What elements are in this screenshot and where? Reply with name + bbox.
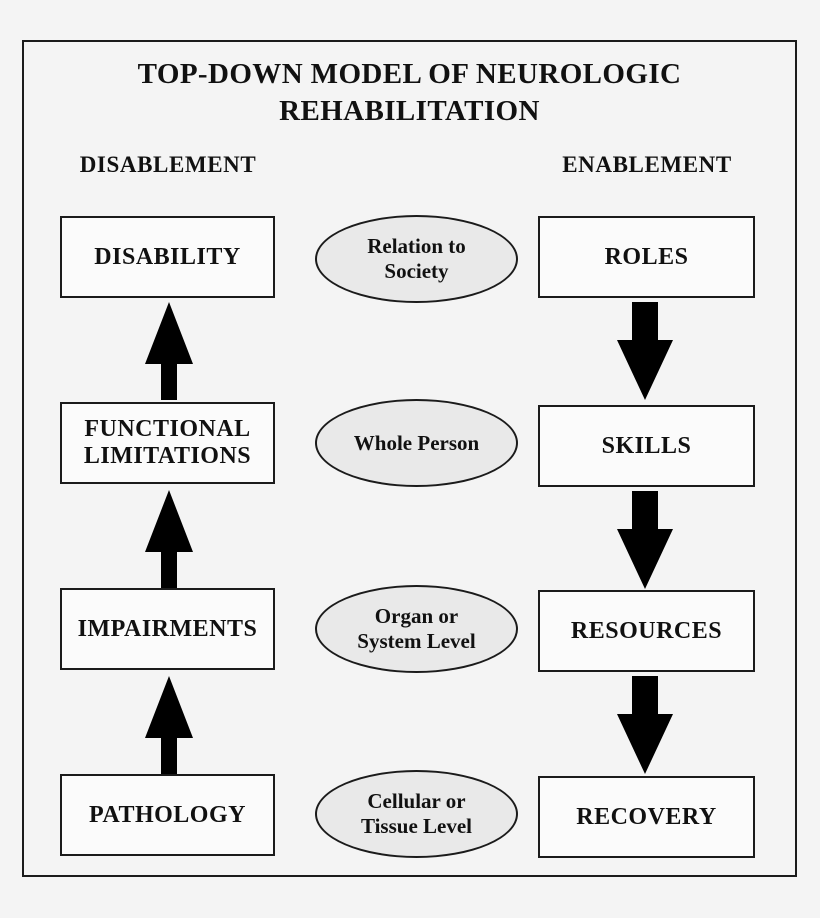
arrow-down-resources-to-recovery [614, 676, 676, 774]
ellipse-cellular-or-tissue-level: Cellular or Tissue Level [315, 770, 518, 858]
arrow-down-roles-to-skills [614, 302, 676, 400]
ellipse-organ-or-system-level-label: Organ or System Level [357, 604, 476, 653]
ellipse-whole-person-label: Whole Person [353, 430, 480, 455]
box-impairments[interactable]: IMPAIRMENTS [60, 588, 275, 670]
box-roles-label: ROLES [604, 243, 689, 270]
box-skills[interactable]: SKILLS [538, 405, 755, 487]
column-header-enablement: ENABLEMENT [562, 152, 732, 177]
box-functional-limitations-label: FUNCTIONAL LIMITATIONS [83, 416, 252, 469]
ellipse-organ-or-system-level: Organ or System Level [315, 585, 518, 673]
ellipse-cellular-or-tissue-level-label: Cellular or Tissue Level [360, 789, 473, 838]
arrow-up-pathology-to-impairments-upper [141, 490, 197, 588]
column-header-disablement: DISABLEMENT [79, 152, 257, 177]
diagram-title: TOP-DOWN MODEL OF NEUROLOGIC REHABILITAT… [137, 58, 682, 127]
arrow-up-impairments-to-disability [141, 302, 197, 400]
box-resources-label: RESOURCES [570, 617, 723, 644]
box-impairments-label: IMPAIRMENTS [77, 615, 258, 642]
box-recovery-label: RECOVERY [576, 803, 717, 830]
box-skills-label: SKILLS [601, 432, 692, 459]
box-pathology[interactable]: PATHOLOGY [60, 774, 275, 856]
ellipse-relation-to-society-label: Relation to Society [367, 234, 466, 283]
box-resources[interactable]: RESOURCES [538, 590, 755, 672]
box-recovery[interactable]: RECOVERY [538, 776, 755, 858]
box-functional-limitations[interactable]: FUNCTIONAL LIMITATIONS [60, 402, 275, 484]
ellipse-whole-person: Whole Person [315, 399, 518, 487]
arrow-up-pathology-to-impairments [141, 676, 197, 774]
box-roles[interactable]: ROLES [538, 216, 755, 298]
box-disability-label: DISABILITY [94, 243, 241, 270]
arrow-down-skills-to-resources [614, 491, 676, 589]
ellipse-relation-to-society: Relation to Society [315, 215, 518, 303]
box-disability[interactable]: DISABILITY [60, 216, 275, 298]
box-pathology-label: PATHOLOGY [89, 801, 246, 828]
